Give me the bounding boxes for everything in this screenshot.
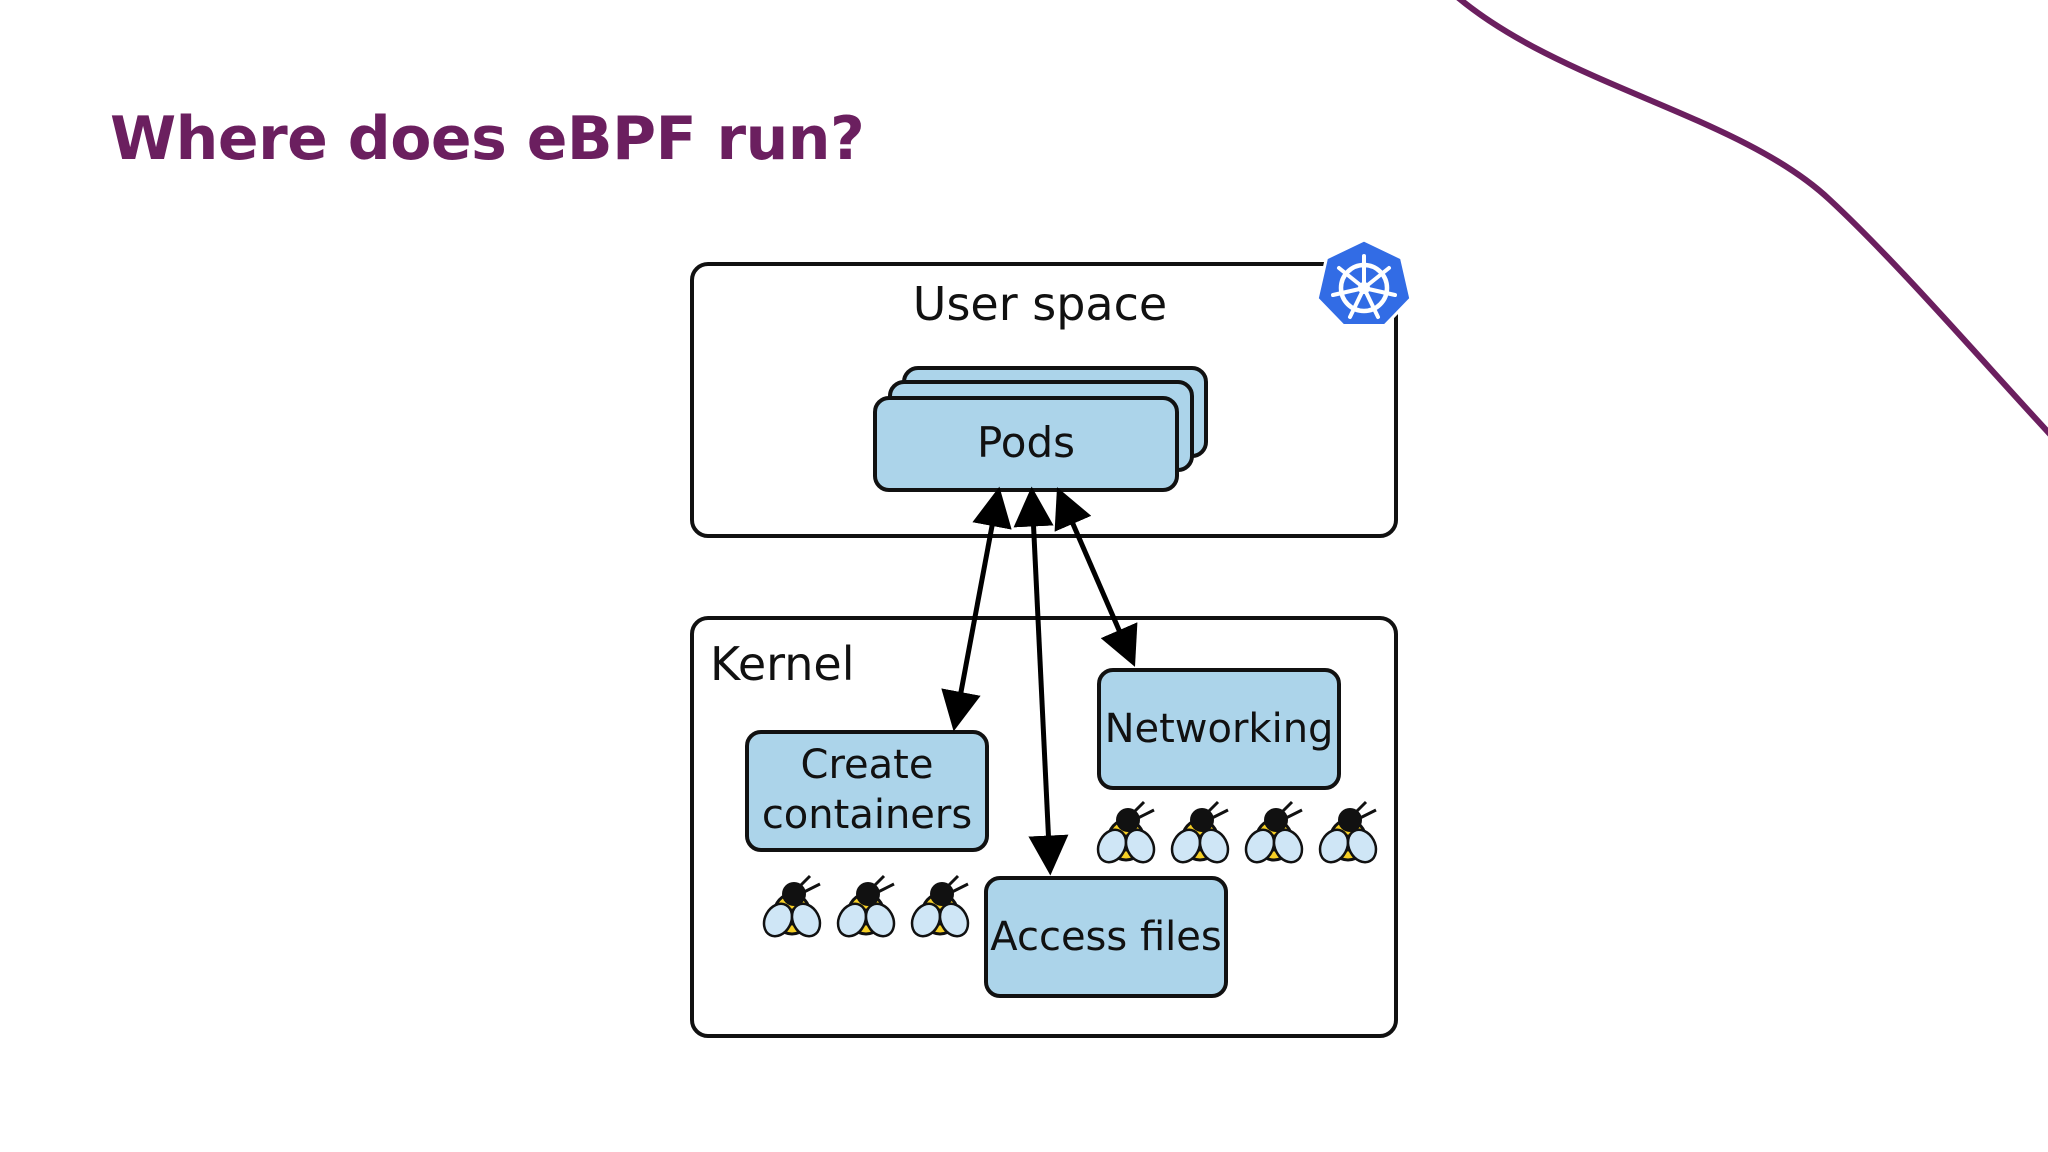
arrow-pods-networking xyxy=(1054,487,1138,667)
slide-title: Where does eBPF run? xyxy=(110,104,865,174)
arrow-pods-access-files xyxy=(1013,486,1069,876)
create-containers-box xyxy=(745,730,989,852)
access-files-box xyxy=(984,876,1228,998)
pods-label: Pods xyxy=(977,418,1075,467)
networking-label: Networking xyxy=(1105,706,1334,752)
networking-box xyxy=(1097,668,1341,790)
kubernetes-logo-icon xyxy=(1315,238,1413,327)
access-files-label: Access files xyxy=(990,914,1221,960)
user-space-label: User space xyxy=(913,277,1167,331)
pods-stack: Pods xyxy=(873,366,1208,492)
arrow-pods-create-containers xyxy=(941,486,1012,732)
kernel-label: Kernel xyxy=(710,637,855,691)
create-containers-label-line2: containers xyxy=(762,792,972,838)
create-containers-label-line1: Create xyxy=(801,742,934,788)
decorative-curve xyxy=(1456,0,2048,437)
